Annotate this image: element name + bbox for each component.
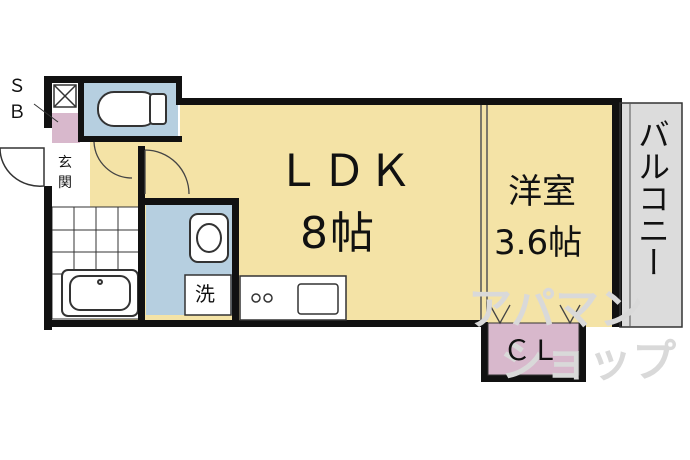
ldk-name: ＬＤＫ <box>276 146 414 197</box>
entrance-floor <box>52 143 88 203</box>
washer-label: 洗 <box>195 282 215 306</box>
watermark-line-1: アパマン <box>468 284 644 335</box>
shoe-box-floor <box>52 113 80 143</box>
balcony-outline <box>619 102 683 328</box>
entrance-label-2: 関 <box>58 175 72 191</box>
shoe-box-leader <box>33 103 59 123</box>
entrance-label-1: 玄 <box>58 155 72 171</box>
ldk-size: 8帖 <box>300 208 376 259</box>
closet-label: ＣＬ <box>503 334 560 367</box>
western-room-size: 3.6帖 <box>494 223 583 263</box>
washer-box <box>184 274 232 316</box>
shoe-box-label-b: Ｂ <box>8 102 26 123</box>
partition <box>480 105 488 320</box>
closet-floor <box>487 323 582 378</box>
toilet-icon <box>97 91 167 127</box>
watermark-line-2: ショップ <box>500 336 676 387</box>
kitchen-counter <box>239 275 347 321</box>
shoe-box-label-s: Ｓ <box>8 76 26 97</box>
walls <box>44 76 622 382</box>
bathtub-icon <box>61 269 139 317</box>
entrance-door-icon <box>0 147 45 187</box>
wash-basin-icon <box>189 213 229 263</box>
balcony-label: バルコニー <box>633 118 671 278</box>
western-room-name: 洋室 <box>508 172 576 212</box>
meter-box-icon <box>53 84 77 108</box>
western-room-floor <box>485 103 613 327</box>
closet-outline <box>487 322 580 376</box>
